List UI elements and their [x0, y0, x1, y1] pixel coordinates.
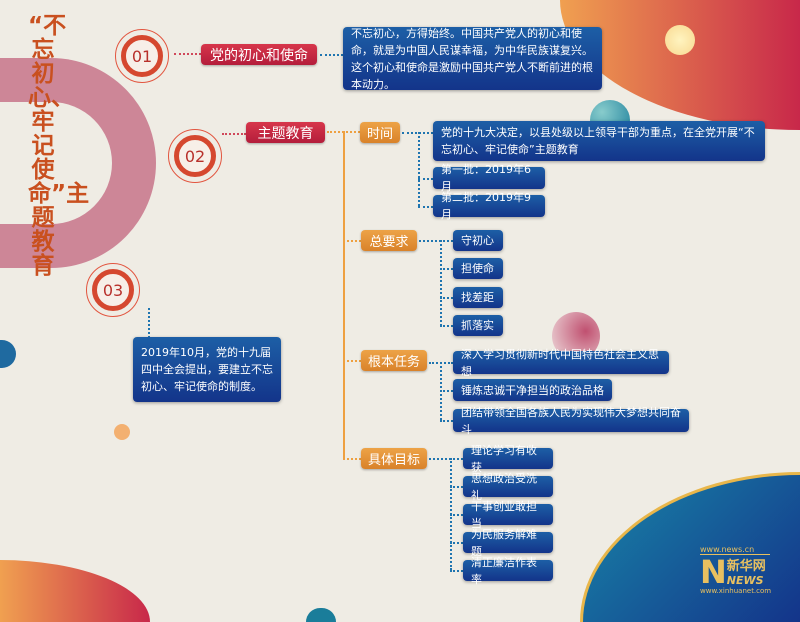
yellow-dot-decoration	[665, 25, 695, 55]
section-03-text: 2019年10月，党的十九届四中全会提出，要建立不忘初心、牢记使命的制度。	[133, 337, 281, 402]
requirement-item: 找差距	[453, 287, 503, 308]
connector	[429, 458, 463, 460]
section-01-number: 01	[115, 29, 169, 83]
connector	[418, 178, 433, 180]
connector	[343, 458, 361, 460]
goal-item: 理论学习有收获	[463, 444, 553, 474]
branch-requirements: 总要求	[361, 230, 417, 251]
goal-item: 清正廉洁作表率	[463, 556, 553, 586]
half-ring-decoration	[0, 58, 156, 268]
connector	[343, 360, 361, 362]
connector	[402, 132, 433, 134]
requirement-item: 守初心	[453, 230, 503, 251]
connector	[440, 420, 453, 422]
orange-dot-decoration	[114, 424, 130, 440]
connector	[418, 132, 420, 206]
section-02-label: 主题教育	[246, 122, 325, 143]
blue-dot-decoration	[0, 340, 16, 368]
connector	[440, 297, 453, 299]
connector	[343, 240, 361, 242]
section-02-number: 02	[168, 129, 222, 183]
task-item: 深入学习贯彻新时代中国特色社会主义思想	[453, 348, 669, 378]
logo-url-top: www.news.cn	[700, 545, 770, 555]
goal-item: 思想政治受洗礼	[463, 472, 553, 502]
logo-news: NEWS	[726, 574, 764, 587]
section-01-label: 党的初心和使命	[201, 44, 317, 65]
connector	[418, 206, 433, 208]
connector	[440, 240, 442, 326]
connector	[440, 325, 453, 327]
page-title: “不忘初心、牢记使命”主题教育	[28, 13, 90, 279]
time-batch-2: 第二批：2019年9月	[433, 191, 545, 221]
logo-name: 新华网	[726, 559, 766, 574]
logo-url-bottom: www.xinhuanet.com	[700, 587, 772, 595]
logo-n-mark: N	[700, 553, 727, 591]
time-batch-1: 第一批：2019年6月	[433, 163, 545, 193]
connector	[174, 53, 201, 55]
connector	[450, 486, 463, 488]
time-detail: 党的十九大决定，以县处级以上领导干部为重点，在全党开展“不忘初心、牢记使命”主题…	[433, 121, 765, 161]
connector	[450, 542, 463, 544]
requirement-item: 担使命	[453, 258, 503, 279]
connector	[419, 240, 453, 242]
branch-time: 时间	[360, 122, 400, 143]
task-item: 锤炼忠诚干净担当的政治品格	[453, 379, 612, 401]
goal-item: 干事创业敢担当	[463, 500, 553, 530]
connector	[343, 131, 345, 458]
branch-goals: 具体目标	[361, 448, 427, 469]
section-03-number: 03	[86, 263, 140, 317]
connector	[450, 570, 463, 572]
connector	[148, 308, 150, 338]
connector	[440, 268, 453, 270]
connector	[440, 390, 453, 392]
branch-tasks: 根本任务	[361, 350, 427, 371]
connector	[222, 133, 246, 135]
section-01-text: 不忘初心，方得始终。中国共产党人的初心和使命，就是为中国人民谋幸福，为中华民族谋…	[343, 27, 602, 91]
task-item: 团结带领全国各族人民为实现伟大梦想共同奋斗	[453, 406, 689, 436]
teal-bottom-dot	[306, 608, 336, 622]
bottom-left-decoration	[0, 560, 150, 622]
connector	[450, 514, 463, 516]
requirement-item: 抓落实	[453, 315, 503, 336]
goal-item: 为民服务解难题	[463, 528, 553, 558]
connector	[320, 54, 343, 56]
